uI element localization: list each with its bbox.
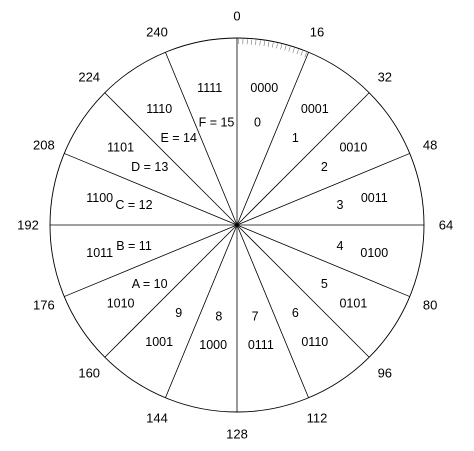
segment-value-label: 7 xyxy=(252,310,259,324)
outer-scale-label: 144 xyxy=(146,411,168,426)
segment-divider xyxy=(236,224,309,398)
outer-scale-label: 32 xyxy=(378,70,392,85)
segment-divider xyxy=(236,52,309,226)
segment-binary-label: 0000 xyxy=(250,81,278,95)
fine-scale-tick xyxy=(288,46,291,52)
fine-scale-tick xyxy=(263,41,265,47)
segment-value-label: A = 10 xyxy=(132,277,168,291)
segment-divider xyxy=(64,224,238,297)
segment-divider xyxy=(104,224,238,358)
segment-value-label: F = 15 xyxy=(199,116,235,130)
segment-binary-label: 1110 xyxy=(146,102,172,116)
segment-divider xyxy=(236,92,370,226)
outer-scale-label: 112 xyxy=(307,411,328,426)
outer-scale-label: 160 xyxy=(78,365,100,380)
segment-divider xyxy=(236,153,410,226)
segment-dividers xyxy=(50,38,424,412)
segment-binary-label: 0010 xyxy=(339,141,367,155)
segment-divider xyxy=(165,52,238,226)
fine-scale-tick xyxy=(272,42,274,48)
segment-binary-label: 1000 xyxy=(199,338,227,352)
segment-binary-label: 1010 xyxy=(107,296,135,310)
segment-binary-label: 1001 xyxy=(145,335,173,349)
segment-labels: 0000000011001020011301004010150110601117… xyxy=(86,81,388,352)
outer-scale-label: 176 xyxy=(33,298,55,313)
fine-scale-tick xyxy=(304,52,307,58)
outer-scale-label: 208 xyxy=(33,138,55,153)
segment-value-label: D = 13 xyxy=(131,160,168,174)
segment-binary-label: 0100 xyxy=(360,246,388,260)
outer-scale-label: 16 xyxy=(310,24,324,39)
fine-scale-tick xyxy=(300,50,303,56)
segment-divider xyxy=(165,224,238,398)
outer-scale-label: 224 xyxy=(78,70,100,85)
fine-scale-tick xyxy=(280,44,283,50)
segment-value-label: 9 xyxy=(175,306,182,320)
segment-binary-label: 0111 xyxy=(248,338,274,352)
fine-scale-ticks xyxy=(238,39,307,58)
segment-value-label: 2 xyxy=(321,160,328,174)
segment-value-label: 0 xyxy=(254,116,261,130)
fine-scale-tick xyxy=(267,41,270,47)
outer-scale-label: 48 xyxy=(423,138,437,153)
segment-value-label: 1 xyxy=(292,131,299,145)
outer-scale-label: 0 xyxy=(233,9,240,24)
outer-scale-label: 192 xyxy=(17,218,39,233)
segment-divider xyxy=(236,224,370,358)
outer-scale-label: 128 xyxy=(226,427,248,442)
segment-binary-label: 0011 xyxy=(361,191,388,205)
fine-scale-tick xyxy=(276,43,278,49)
fine-scale-tick xyxy=(259,40,261,46)
segment-value-label: 5 xyxy=(321,277,328,291)
segment-divider xyxy=(64,153,238,226)
segment-value-label: E = 14 xyxy=(160,131,197,145)
outer-scale-label: 80 xyxy=(423,298,437,313)
segment-value-label: 4 xyxy=(337,239,344,253)
fine-scale-tick xyxy=(296,49,299,55)
segment-binary-label: 0001 xyxy=(301,102,329,116)
outer-scale-label: 96 xyxy=(378,365,392,380)
segment-binary-label: 1100 xyxy=(86,191,113,205)
segment-binary-label: 1011 xyxy=(86,246,113,260)
fine-scale-tick xyxy=(292,47,295,53)
outer-scale-label: 240 xyxy=(146,24,168,39)
fine-scale-tick xyxy=(255,39,257,45)
segment-divider xyxy=(104,92,238,226)
segment-value-label: B = 11 xyxy=(116,239,152,253)
segment-binary-label: 1101 xyxy=(107,141,134,155)
segment-binary-label: 0110 xyxy=(301,335,328,349)
segment-value-label: 3 xyxy=(337,198,344,212)
segment-value-label: 8 xyxy=(215,310,222,324)
segment-value-label: C = 12 xyxy=(115,198,152,212)
fine-scale-tick xyxy=(284,45,287,51)
segment-binary-label: 0101 xyxy=(339,296,367,310)
segment-binary-label: 1111 xyxy=(197,81,222,95)
segment-value-label: 6 xyxy=(292,306,299,320)
outer-scale-label: 64 xyxy=(439,218,453,233)
segment-divider xyxy=(236,224,410,297)
